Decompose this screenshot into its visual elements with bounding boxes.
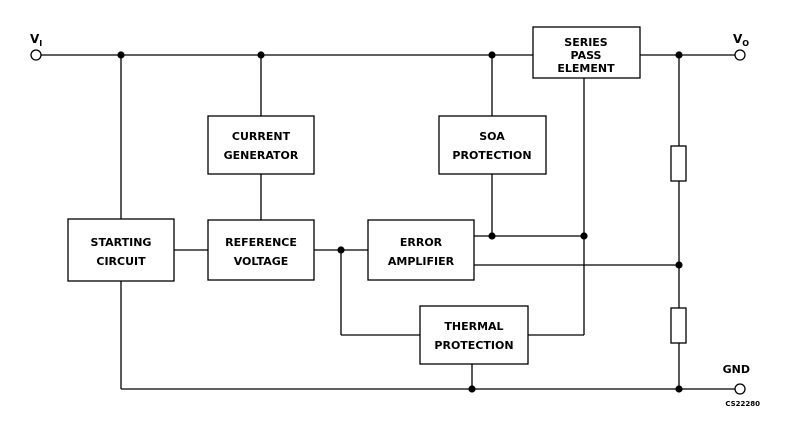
block-label-line: THERMAL (444, 320, 503, 333)
junction-dot (675, 51, 683, 59)
wires (41, 54, 735, 390)
soa-protection-block: SOA PROTECTION (438, 115, 547, 175)
thermal-protection-block: THERMAL PROTECTION (419, 305, 529, 365)
current-generator-block: CURRENT GENERATOR (207, 115, 315, 175)
reference-voltage-block: REFERENCE VOLTAGE (207, 219, 315, 281)
vo-label: VO (733, 32, 749, 48)
block-label-line: SERIES (564, 36, 608, 49)
lower-divider-resistor (670, 307, 687, 344)
block-label-line: SOA (479, 130, 505, 143)
block-label-line: GENERATOR (224, 149, 299, 162)
series-pass-element-block: SERIES PASS ELEMENT (532, 26, 641, 79)
block-label-line: AMPLIFIER (388, 255, 455, 268)
gnd-terminal (734, 383, 746, 395)
block-label-line: PROTECTION (452, 149, 531, 162)
upper-divider-resistor (670, 145, 687, 182)
vo-terminal (734, 49, 746, 61)
junction-dot (117, 51, 125, 59)
block-label-line: ERROR (400, 236, 443, 249)
block-label-line: CURRENT (232, 130, 291, 143)
block-label-line: VOLTAGE (234, 255, 289, 268)
junction-dot (675, 385, 683, 393)
junction-dot (675, 261, 683, 269)
vi-terminal (30, 49, 42, 61)
drawing-code: CS22280 (725, 400, 760, 408)
block-label-line: ELEMENT (557, 62, 615, 75)
junction-dot (468, 385, 476, 393)
block-label-line: REFERENCE (225, 236, 297, 249)
junction-dot (257, 51, 265, 59)
junction-dot (488, 232, 496, 240)
block-label-line: STARTING (91, 236, 152, 249)
block-label-line: PROTECTION (434, 339, 513, 352)
starting-circuit-block: STARTING CIRCUIT (67, 218, 175, 282)
junction-dot (488, 51, 496, 59)
junction-dots (117, 51, 683, 393)
block-label-line: PASS (571, 49, 602, 62)
junction-dot (337, 246, 345, 254)
vi-label: VI (30, 32, 42, 48)
junction-dot (580, 232, 588, 240)
error-amplifier-block: ERROR AMPLIFIER (367, 219, 475, 281)
block-label-line: CIRCUIT (96, 255, 146, 268)
gnd-label: GND (723, 363, 750, 376)
